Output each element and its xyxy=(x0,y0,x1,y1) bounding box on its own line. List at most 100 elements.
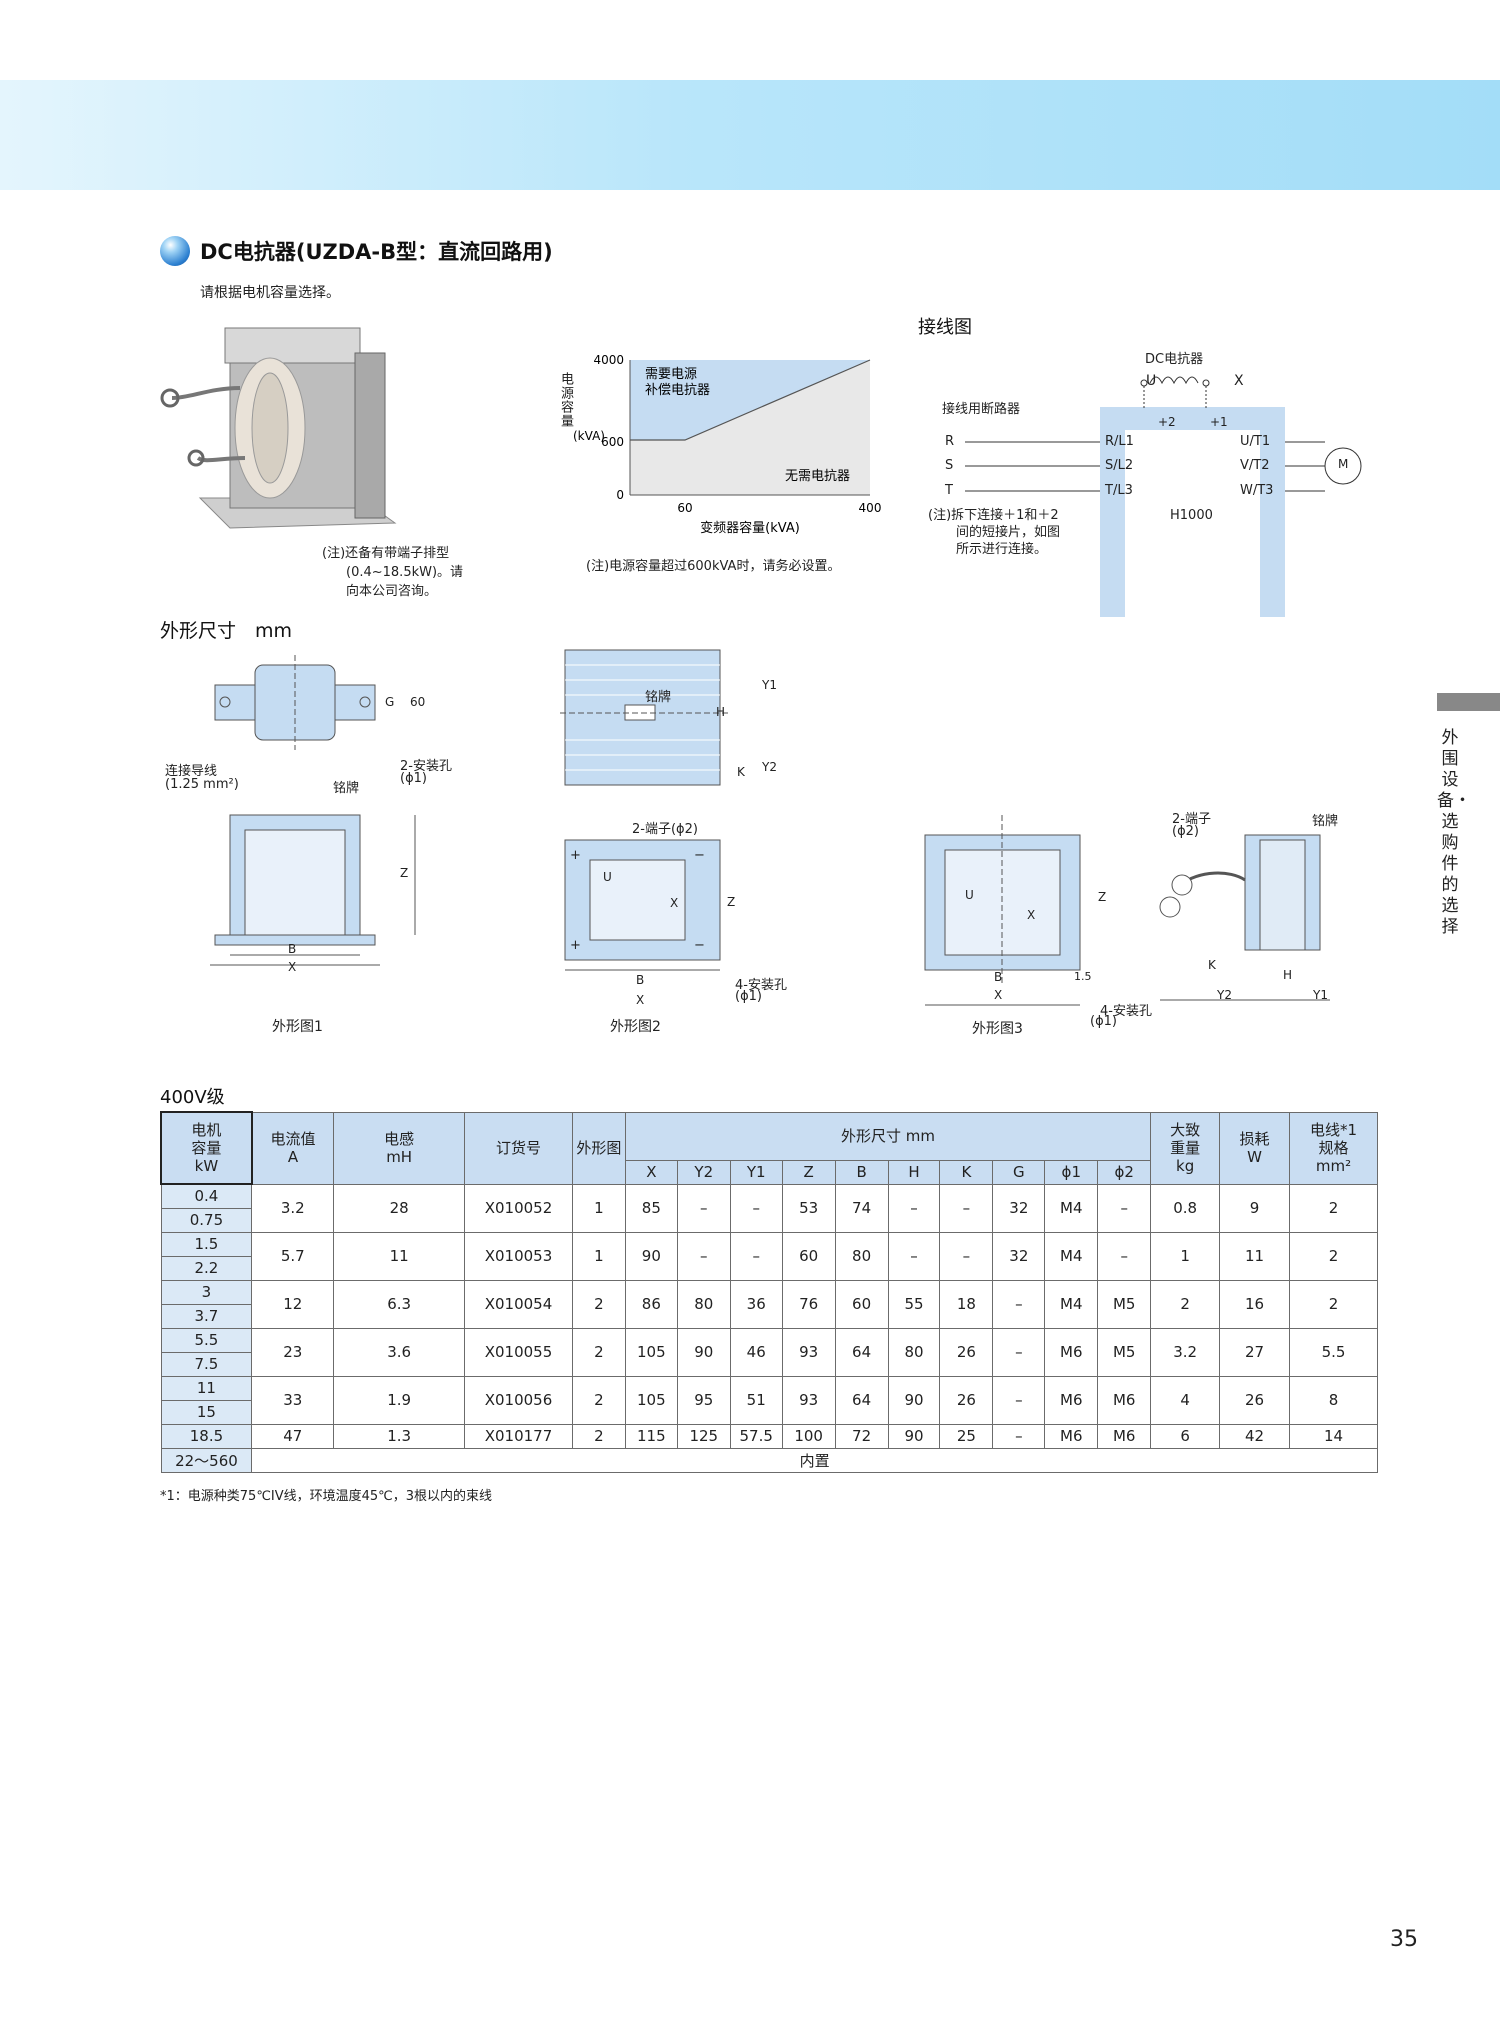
photo-note: (注)还备有带端子排型 (0.4~18.5kW)。请 向本公司咨询。 xyxy=(322,544,463,601)
no-reactor-region xyxy=(630,360,870,495)
table-cell: – xyxy=(729,1183,783,1233)
fig1-lead-label: 连接导线 xyxy=(165,764,218,779)
fig2-holes-phi: (ϕ1) xyxy=(735,989,762,1004)
table-cell: 105 xyxy=(624,1375,678,1425)
fig1-dim-z: Z xyxy=(400,866,409,880)
table-cell: 8 xyxy=(1288,1375,1379,1425)
motor-label: M xyxy=(1338,457,1349,471)
fig2-minus-bottom: − xyxy=(694,938,705,953)
fig3-dim-15: 1.5 xyxy=(1074,970,1092,983)
table-cell: 4 xyxy=(1150,1375,1221,1425)
table-cell: – xyxy=(887,1183,941,1233)
table-cell: 80 xyxy=(887,1327,941,1377)
header-text: 重量 xyxy=(1170,1139,1201,1157)
table-cell: 93 xyxy=(781,1375,836,1425)
table-cell: 3.2 xyxy=(251,1183,335,1233)
spec-table: 电机 容量 kW 电流值 A 电感 mH 订货号 外形图 外形尺寸 mm 大致 … xyxy=(160,1111,1379,1473)
col-motor: 电机 容量 kW xyxy=(160,1111,253,1185)
table-cell: 5.5 xyxy=(1288,1327,1379,1377)
fig3-dim-z: Z xyxy=(1098,890,1107,904)
table-cell: 32 xyxy=(992,1231,1046,1281)
header-text: 大致 xyxy=(1170,1121,1201,1139)
terminal-plus1: +1 xyxy=(1210,415,1228,429)
inverter-inner xyxy=(1125,430,1260,617)
table-cell: 80 xyxy=(676,1279,731,1329)
table-cell: M6 xyxy=(1044,1375,1099,1425)
header-text: mH xyxy=(386,1148,413,1166)
col-dim-z: Z xyxy=(781,1159,836,1185)
section-title: DC电抗器(UZDA-B型：直流回路用) xyxy=(200,240,553,264)
wiring-note-line: (注)拆下连接＋1和＋2 xyxy=(928,508,1059,523)
table-cell: 80 xyxy=(834,1231,889,1281)
col-dim-phi2: ϕ2 xyxy=(1097,1159,1152,1185)
fig3-terminal-u: U xyxy=(965,888,974,902)
table-cell: X010053 xyxy=(464,1231,573,1281)
motor-kw-cell: 3 xyxy=(160,1279,253,1305)
motor-icon xyxy=(1324,447,1362,485)
motor-kw-cell: 0.75 xyxy=(160,1207,253,1233)
wiring-title: 接线图 xyxy=(918,317,972,338)
fig3-holes-label: 4-安装孔 xyxy=(1100,1004,1152,1019)
table-cell: 6.3 xyxy=(333,1279,466,1329)
table-cell: X010177 xyxy=(464,1423,573,1449)
fig1-dim-x: X xyxy=(288,960,297,974)
boundary-line xyxy=(630,359,871,441)
table-cell: X010056 xyxy=(464,1375,573,1425)
terminal-vt2: V/T2 xyxy=(1240,458,1270,473)
motor-kw-cell: 3.7 xyxy=(160,1303,253,1329)
fig2-dim-z: Z xyxy=(727,895,736,909)
terminal-u: U xyxy=(1146,373,1157,389)
table-cell: 36 xyxy=(729,1279,783,1329)
outline-fig2 xyxy=(560,645,790,975)
col-dim-g: G xyxy=(992,1159,1046,1185)
table-cell: 90 xyxy=(887,1423,941,1449)
table-footnote: *1：电源种类75℃IV线，环境温度45℃，3根以内的束线 xyxy=(160,1489,493,1504)
x-tick: 60 xyxy=(677,501,692,515)
table-cell: 86 xyxy=(624,1279,678,1329)
photo-note-line: (0.4~18.5kW)。请 xyxy=(346,565,464,580)
header-text: 电感 xyxy=(384,1130,415,1148)
section-heading: DC电抗器(UZDA-B型：直流回路用) xyxy=(160,236,553,266)
table-cell: 2 xyxy=(1150,1279,1221,1329)
page-number: 35 xyxy=(1390,1927,1418,1952)
table-cell: X010055 xyxy=(464,1327,573,1377)
table-cell: 2 xyxy=(571,1375,626,1425)
table-cell: – xyxy=(939,1231,994,1281)
table-cell: 72 xyxy=(834,1423,889,1449)
motor-kw-cell: 22～560 xyxy=(160,1447,253,1473)
fig1-dim-b: B xyxy=(288,942,297,956)
table-row: 2.2 xyxy=(160,1255,1378,1281)
y-axis-label: 电源容量 xyxy=(558,372,573,428)
input-r: R xyxy=(945,434,955,449)
table-cell: X010052 xyxy=(464,1183,573,1233)
table-cell: 57.5 xyxy=(729,1423,783,1449)
terminal-x: X xyxy=(1234,373,1244,389)
table-cell: – xyxy=(992,1423,1046,1449)
y-tick: 4000 xyxy=(593,353,624,367)
fig3-dim-b: B xyxy=(994,970,1003,984)
capacity-chart-svg: 4000 600 0 60 400 需要电源 补偿电抗器 无需电抗器 (kVA)… xyxy=(573,353,881,536)
chart-note: (注)电源容量超过600kVA时，请务必设置。 xyxy=(586,559,841,574)
wiring-note-line: 所示进行连接。 xyxy=(956,542,1048,557)
col-dims: 外形尺寸 mm xyxy=(624,1111,1152,1161)
fig2-plus-top: + xyxy=(570,848,581,863)
fig3-dim-y1: Y1 xyxy=(1313,988,1328,1002)
table-cell: 18 xyxy=(939,1279,994,1329)
table-cell: 53 xyxy=(781,1183,836,1233)
table-cell: 90 xyxy=(887,1375,941,1425)
table-cell: 12 xyxy=(251,1279,335,1329)
table-cell: 26 xyxy=(1219,1375,1290,1425)
table-cell: 2 xyxy=(571,1327,626,1377)
y-unit: (kVA) xyxy=(573,429,605,443)
table-row: 0.75 xyxy=(160,1207,1378,1233)
breaker-label: 接线用断路器 xyxy=(942,402,1021,417)
header-text: kW xyxy=(194,1157,219,1175)
table-cell: 105 xyxy=(624,1327,678,1377)
table-cell: M6 xyxy=(1097,1423,1152,1449)
